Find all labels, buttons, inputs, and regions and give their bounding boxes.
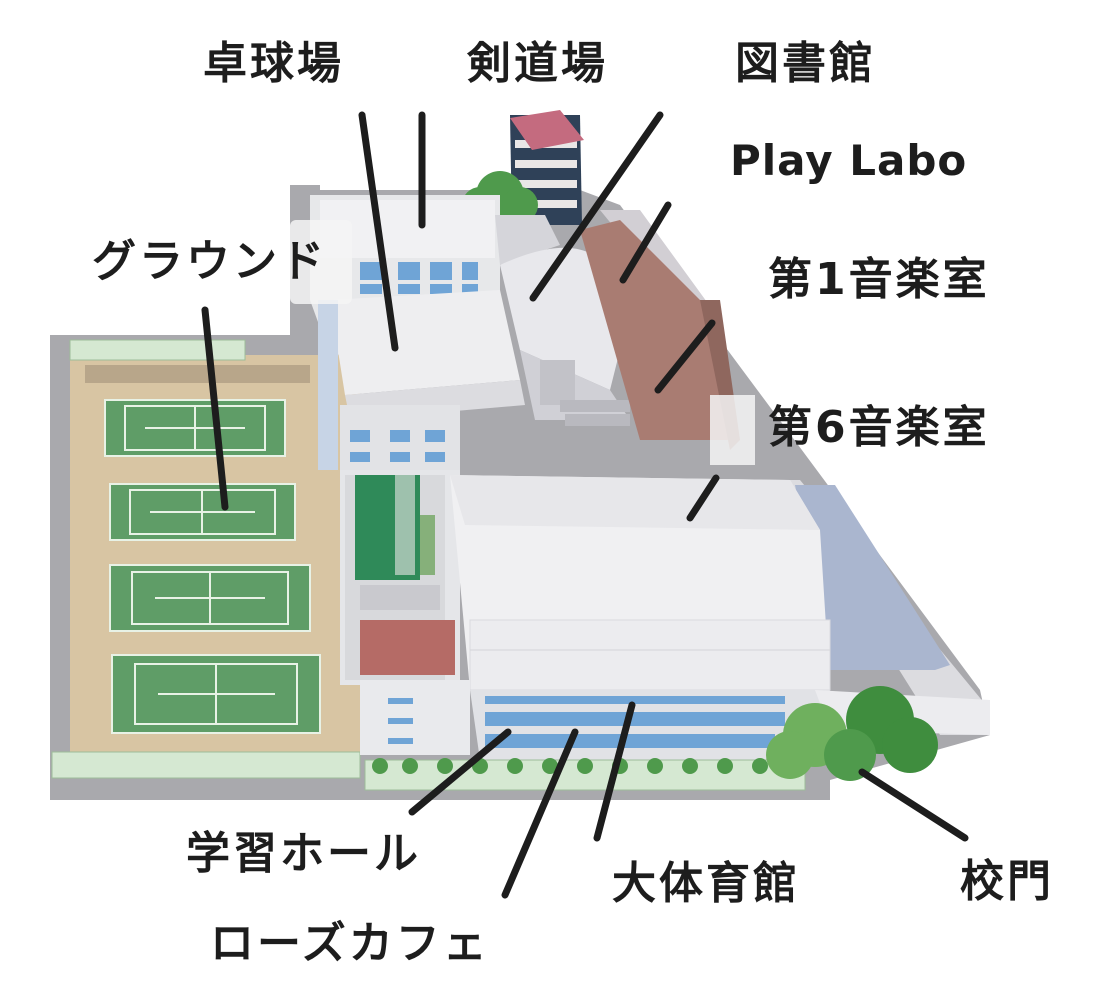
tennis-court-3 bbox=[109, 564, 311, 632]
gate-trees bbox=[766, 686, 938, 781]
label-rose-cafe: ローズカフェ bbox=[210, 918, 490, 969]
label-gymnasium: 大体育館 bbox=[612, 858, 800, 909]
tennis-court-2 bbox=[109, 483, 296, 541]
window-label-box bbox=[290, 220, 352, 304]
leader-rose-cafe bbox=[501, 728, 579, 899]
label-ground: グラウンド bbox=[92, 236, 327, 287]
leader-music-room-1 bbox=[654, 319, 716, 394]
label-library: 図書館 bbox=[735, 38, 876, 89]
north-windows bbox=[360, 262, 478, 294]
label-table-tennis: 卓球場 bbox=[203, 38, 344, 89]
hedges bbox=[372, 758, 768, 774]
music-label-box bbox=[710, 395, 755, 465]
leader-school-gate bbox=[858, 768, 969, 842]
middle-strip bbox=[340, 470, 460, 685]
leader-library bbox=[529, 111, 664, 302]
leader-ground bbox=[201, 306, 229, 511]
gym-windows bbox=[485, 696, 785, 748]
curved-hall bbox=[495, 215, 630, 426]
stairs-seating bbox=[560, 400, 630, 426]
tennis-court-1 bbox=[104, 399, 286, 457]
leader-table-tennis bbox=[358, 111, 399, 352]
label-kendo: 剣道場 bbox=[467, 38, 608, 89]
label-school-gate: 校門 bbox=[960, 856, 1054, 907]
label-music-room-1: 第1音楽室 bbox=[768, 254, 990, 305]
leader-gymnasium bbox=[593, 701, 636, 842]
leader-music-room-6 bbox=[686, 474, 720, 522]
leader-lines bbox=[201, 111, 969, 899]
tennis-court-4 bbox=[111, 654, 321, 734]
pool-roof bbox=[795, 485, 950, 670]
south-annex bbox=[360, 680, 470, 755]
tennis-courts bbox=[104, 399, 321, 734]
music-room-1-roof bbox=[580, 220, 730, 440]
label-study-hall: 学習ホール bbox=[186, 828, 421, 879]
gymnasium-building bbox=[450, 475, 990, 760]
leader-study-hall bbox=[408, 728, 512, 816]
north-building bbox=[310, 195, 525, 475]
label-music-room-6: 第6音楽室 bbox=[768, 402, 990, 453]
label-play-labo: Play Labo bbox=[730, 136, 968, 185]
leader-play-labo bbox=[619, 201, 672, 284]
